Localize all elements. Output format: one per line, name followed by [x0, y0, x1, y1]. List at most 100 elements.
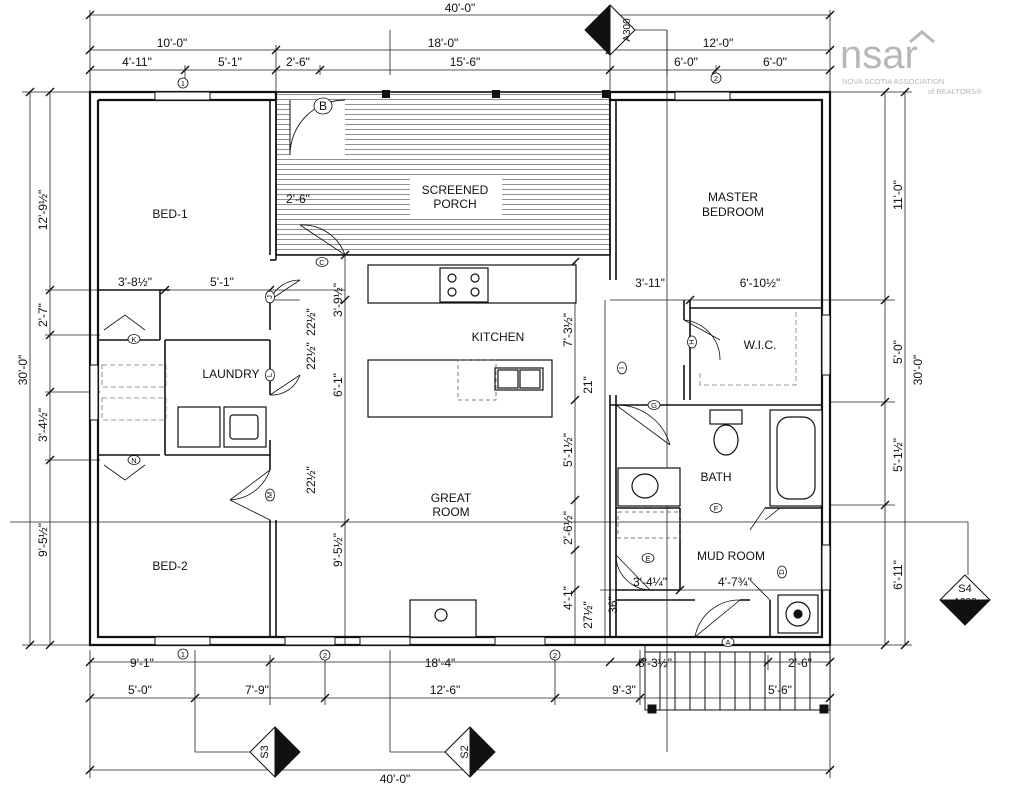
dim-bot-2-6: 2'-6": [788, 656, 812, 670]
dimension-ticks: [25, 10, 910, 775]
section-marker-s3: S3 A302: [249, 726, 301, 778]
grid-tag-1-bottom: 1: [181, 650, 185, 659]
dim-bot-8-3h: 8'-3½": [638, 656, 672, 670]
dim-i-22h-b: 22½": [304, 342, 318, 370]
dim-bottom-overall: 40'-0": [380, 772, 411, 785]
door-tags: [127, 97, 787, 647]
room-label-great-room-1: GREAT: [431, 491, 472, 505]
door-tag-j: J: [265, 295, 274, 299]
room-label-bed1: BED-1: [152, 207, 188, 221]
door-tag-l: L: [265, 373, 274, 377]
dim-left-30-0: 30'-0": [16, 355, 30, 386]
door-tag-i: I: [617, 367, 626, 369]
door-swings: [103, 224, 781, 638]
dim-top-2-6: 2'-6": [286, 55, 310, 69]
logo-line: NOVA SCOTIA ASSOCIATION: [842, 77, 944, 86]
room-label-bed2: BED-2: [152, 559, 188, 573]
door-tag-g: G: [651, 401, 657, 410]
grid-tag-2-bottom-b: 2: [553, 651, 557, 660]
logo-mark: nsar: [840, 33, 918, 77]
dim-right-6-11: 6'-11": [891, 560, 905, 590]
room-label-wic: W.I.C.: [744, 338, 777, 352]
section-s2-ref: A301: [476, 740, 487, 764]
door-tag-h: H: [687, 339, 696, 344]
room-label-bath: BATH: [700, 470, 731, 484]
dim-i-3-8h: 3'-8½": [118, 275, 152, 289]
dim-bot-9-3: 9'-3": [612, 683, 636, 697]
dim-i-6-1: 6'-1": [331, 373, 345, 397]
dim-i-27h: 27½": [581, 601, 595, 629]
screened-porch: [275, 90, 611, 256]
room-label-master-2: BEDROOM: [702, 205, 764, 219]
dim-i-3-4q: 3'-4¼": [633, 575, 667, 589]
dim-top-18-0: 18'-0": [428, 36, 459, 50]
dim-i-5-1: 5'-1": [210, 275, 234, 289]
room-label-porch-1: SCREENED: [422, 183, 489, 197]
door-tag-d: D: [777, 569, 786, 575]
door-tag-e: E: [645, 554, 650, 563]
door-tag-f: F: [714, 504, 719, 513]
dim-i-22h-c: 22½": [304, 466, 318, 494]
section-s3-ref: A302: [282, 740, 293, 764]
closet-shelves: [101, 312, 797, 421]
dim-top-6-0-b: 6'-0": [763, 55, 787, 69]
great-room-fixture: [409, 599, 477, 638]
dim-i-3-11: 3'-11": [635, 276, 665, 290]
dim-i-6-10h: 6'-10½": [740, 276, 781, 290]
room-labels: BED-1 BED-2 LAUNDRY KITCHEN GREAT ROOM S…: [152, 183, 776, 573]
room-label-porch-2: PORCH: [433, 197, 476, 211]
door-tag-k: K: [131, 335, 136, 344]
dim-right-5-0: 5'-0": [891, 340, 905, 364]
dim-right-30-0: 30'-0": [911, 355, 925, 386]
dim-left-9-5h: 9'-5½": [36, 523, 50, 557]
room-label-master-1: MASTER: [708, 190, 758, 204]
room-label-great-room-2: ROOM: [432, 505, 469, 519]
door-tag-b: B: [319, 99, 327, 113]
dim-top-5-1: 5'-1": [218, 55, 242, 69]
dim-bot-12-6: 12'-6": [430, 683, 461, 697]
logo-sub: of REALTORS®: [928, 87, 982, 96]
dim-left-2-7: 2'-7": [36, 303, 50, 327]
dim-top-10-0: 10'-0": [157, 36, 188, 50]
grid-tag-2-top: 2: [714, 74, 718, 83]
dim-i-2-6h: 2'-6½": [561, 511, 575, 545]
grid-tag-1-top: 1: [181, 79, 185, 88]
dim-i-36: 36": [606, 596, 620, 614]
section-marker-s1: S1 A300: [584, 4, 636, 56]
dim-top-overall: 40'-0": [445, 1, 476, 15]
dim-i-4-1: 4'-1": [561, 586, 575, 610]
kitchen-fixtures: [367, 264, 577, 418]
grid-tag-2-bottom-a: 2: [323, 651, 327, 660]
dimension-labels: 40'-0" 10'-0" 18'-0" 12'-0" 4'-11" 5'-1"…: [16, 1, 925, 785]
dim-i-7-3h: 7'-3½": [561, 313, 575, 347]
door-tag-a: A: [725, 638, 730, 647]
dim-bot-7-9: 7'-9": [245, 683, 269, 697]
dim-bot-9-1: 9'-1": [130, 656, 154, 670]
door-tag-c: C: [319, 258, 325, 267]
section-marker-s2: S2 A301: [444, 726, 496, 778]
dim-i-21: 21": [581, 376, 595, 394]
dim-i-4-7q: 4'-7¾": [718, 575, 752, 589]
dim-i-9-5h: 9'-5½": [331, 533, 345, 567]
dim-left-12-9h: 12'-9½": [36, 190, 50, 231]
section-s1-id: S1: [597, 23, 609, 36]
section-s2-id: S2: [459, 745, 471, 758]
dim-bot-18-4: 18'-4": [425, 656, 456, 670]
section-s4-id: S4: [958, 583, 971, 595]
dim-i-3-9h: 3'-9½": [331, 283, 345, 317]
grid-tags: 1 2 1 2 2: [177, 72, 722, 661]
room-label-kitchen: KITCHEN: [472, 330, 525, 344]
dim-top-4-11: 4'-11": [122, 55, 152, 69]
dim-bot-5-6: 5'-6": [768, 683, 792, 697]
door-tag-m: M: [265, 492, 274, 498]
section-s3-id: S3: [259, 745, 271, 758]
dim-top-15-6: 15'-6": [450, 55, 481, 69]
dim-top-12-0: 12'-0": [703, 36, 734, 50]
front-deck: [644, 644, 831, 714]
dim-right-5-1h: 5'-1½": [891, 438, 905, 472]
door-tag-n: N: [131, 456, 136, 465]
dim-top-6-0-a: 6'-0": [674, 55, 698, 69]
room-label-mud-room: MUD ROOM: [697, 549, 765, 563]
dim-bot-5-0: 5'-0": [128, 683, 152, 697]
